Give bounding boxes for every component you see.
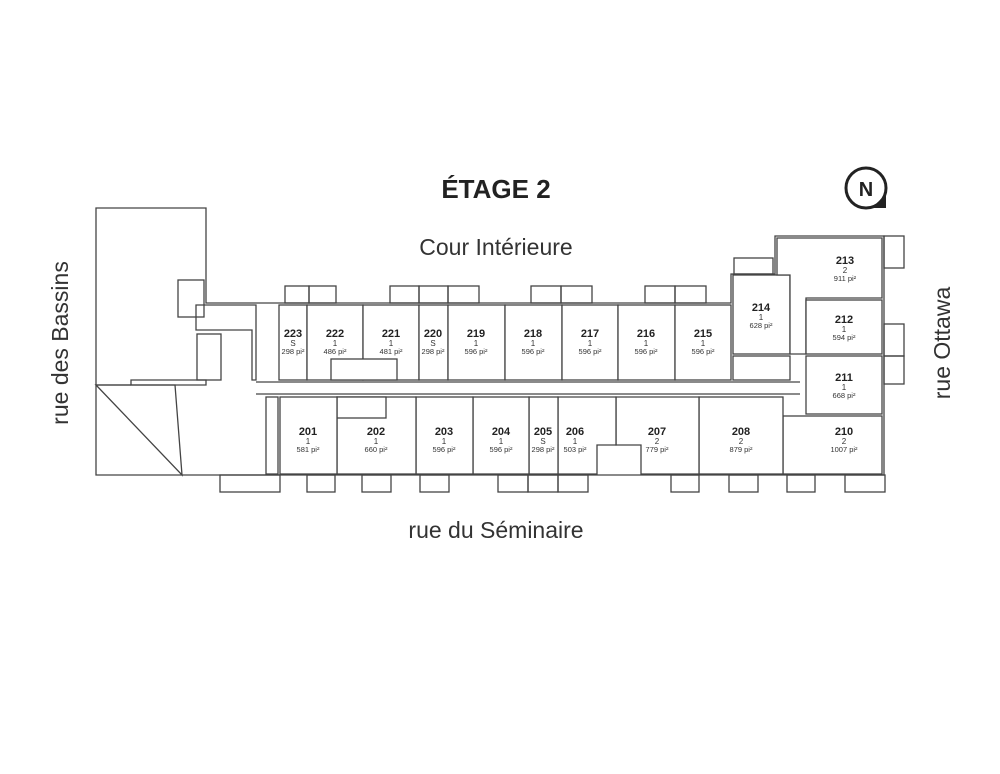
unit-area: 628 pi²: [750, 321, 773, 330]
unit-area: 879 pi²: [730, 445, 753, 454]
unit-217[interactable]: 217 1 596 pi²: [561, 304, 619, 381]
unit-type: 1: [759, 313, 764, 322]
unit-area: 596 pi²: [465, 347, 488, 356]
unit-area: 298 pi²: [282, 347, 305, 356]
unit-area: 596 pi²: [433, 445, 456, 454]
unit-area: 581 pi²: [297, 445, 320, 454]
unit-area: 911 pi²: [834, 274, 857, 283]
unit-area: 594 pi²: [833, 333, 856, 342]
street-south-label: rue du Séminaire: [408, 517, 583, 543]
unit-area: 298 pi²: [422, 347, 445, 356]
unit-215[interactable]: 215 1 596 pi²: [674, 304, 732, 381]
unit-type: 2: [655, 437, 660, 446]
unit-type: 1: [333, 339, 338, 348]
unit-211[interactable]: 211 1 668 pi²: [805, 355, 883, 415]
unit-207[interactable]: 207 2 779 pi²: [615, 396, 700, 475]
storage-room: [732, 355, 791, 381]
unit-type: 1: [474, 339, 479, 348]
unit-type: 2: [842, 437, 847, 446]
unit-type: 1: [389, 339, 394, 348]
closet-room: [336, 396, 387, 419]
unit-208[interactable]: 208 2 879 pi²: [698, 396, 784, 475]
unit-type: 1: [842, 325, 847, 334]
unit-220[interactable]: 220 S 298 pi²: [418, 304, 449, 381]
unit-area: 503 pi²: [564, 445, 587, 454]
unit-number: 223: [284, 328, 302, 340]
unit-number: 205: [534, 426, 552, 438]
unit-number: 216: [637, 328, 655, 340]
unit-type: 1: [644, 339, 649, 348]
unit-type: 1: [531, 339, 536, 348]
utility-room: [330, 358, 398, 381]
unit-number: 203: [435, 426, 453, 438]
unit-219[interactable]: 219 1 596 pi²: [447, 304, 506, 381]
unit-number: 201: [299, 426, 317, 438]
unit-223[interactable]: 223 S 298 pi²: [278, 304, 308, 381]
unit-212[interactable]: 212 1 594 pi²: [805, 299, 883, 355]
unit-type: S: [430, 339, 435, 348]
unit-214[interactable]: 214 1 628 pi²: [732, 274, 791, 355]
unit-number: 219: [467, 328, 485, 340]
unit-area: 298 pi²: [532, 445, 555, 454]
unit-type: S: [290, 339, 295, 348]
units-layer: 223 S 298 pi² 222 1 486 pi² 221 1 481 pi…: [278, 237, 883, 475]
unit-number: 220: [424, 328, 442, 340]
street-west-label: rue des Bassins: [47, 261, 73, 425]
unit-type: 1: [573, 437, 578, 446]
unit-number: 221: [382, 328, 400, 340]
unit-number: 217: [581, 328, 599, 340]
unit-type: 1: [588, 339, 593, 348]
unit-type: S: [540, 437, 545, 446]
unit-201[interactable]: 201 1 581 pi²: [279, 396, 338, 475]
unit-area: 596 pi²: [635, 347, 658, 356]
unit-number: 218: [524, 328, 542, 340]
unit-218[interactable]: 218 1 596 pi²: [504, 304, 563, 381]
unit-number: 213: [836, 255, 854, 267]
unit-number: 212: [835, 314, 853, 326]
unit-number: 207: [648, 426, 666, 438]
unit-area: 660 pi²: [365, 445, 388, 454]
unit-216[interactable]: 216 1 596 pi²: [617, 304, 676, 381]
unit-area: 596 pi²: [692, 347, 715, 356]
street-east-label: rue Ottawa: [929, 287, 955, 400]
unit-type: 1: [442, 437, 447, 446]
unit-206[interactable]: 206 1 503 pi²: [557, 396, 617, 475]
unit-type: 2: [843, 266, 848, 275]
unit-area: 668 pi²: [833, 391, 856, 400]
floor-title: ÉTAGE 2: [441, 174, 550, 204]
unit-number: 202: [367, 426, 385, 438]
unit-area: 596 pi²: [522, 347, 545, 356]
unit-area: 596 pi²: [579, 347, 602, 356]
unit-number: 210: [835, 426, 853, 438]
street-north-label: Cour Intérieure: [419, 234, 572, 260]
unit-number: 204: [492, 426, 511, 438]
unit-area: 486 pi²: [324, 347, 347, 356]
unit-203[interactable]: 203 1 596 pi²: [415, 396, 474, 475]
unit-type: 2: [739, 437, 744, 446]
unit-number: 208: [732, 426, 750, 438]
unit-type: 1: [842, 383, 847, 392]
unit-area: 596 pi²: [490, 445, 513, 454]
unit-area: 1007 pi²: [830, 445, 858, 454]
unit-number: 206: [566, 426, 584, 438]
north-compass-icon: N: [844, 166, 888, 210]
unit-type: 1: [701, 339, 706, 348]
unit-number: 214: [752, 302, 771, 314]
unit-type: 1: [499, 437, 504, 446]
unit-area: 481 pi²: [380, 347, 403, 356]
unit-205[interactable]: 205 S 298 pi²: [528, 396, 559, 475]
unit-area: 779 pi²: [646, 445, 669, 454]
building-outline: [94, 207, 905, 493]
unit-210[interactable]: 210 2 1007 pi²: [782, 415, 883, 475]
unit-type: 1: [374, 437, 379, 446]
compass-letter: N: [859, 179, 873, 201]
unit-number: 215: [694, 328, 712, 340]
unit-type: 1: [306, 437, 311, 446]
unit-number: 222: [326, 328, 344, 340]
unit-204[interactable]: 204 1 596 pi²: [472, 396, 530, 475]
unit-number: 211: [835, 372, 853, 384]
